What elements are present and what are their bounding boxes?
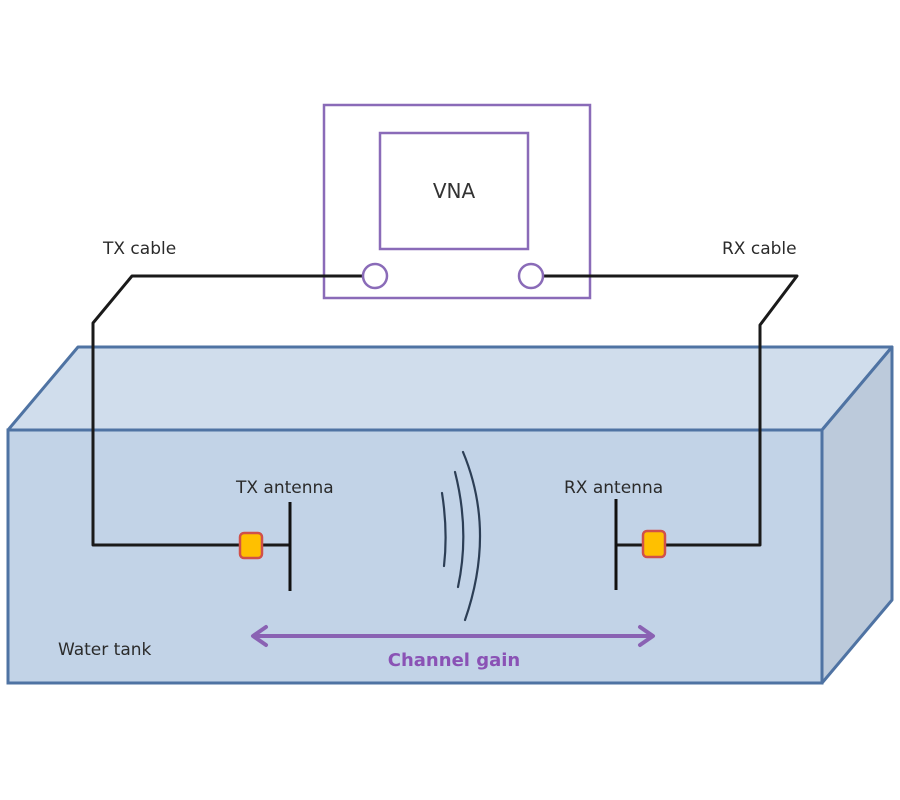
channel-gain-arrow <box>251 625 655 647</box>
wave-arc-outer <box>461 450 482 622</box>
tx-antenna-label: TX antenna <box>235 478 334 498</box>
channel-gain-label: Channel gain <box>388 650 520 671</box>
tx-antenna-assembly: TX antenna <box>235 478 334 591</box>
vna-instrument: VNA <box>322 103 592 300</box>
water-tank <box>6 345 894 685</box>
tx-connector <box>238 531 264 560</box>
vna-screen <box>378 131 530 251</box>
wave-arc-middle <box>453 470 465 589</box>
arrow-head-right <box>638 625 655 647</box>
wave-icon <box>440 450 482 622</box>
rx-cable <box>543 274 799 547</box>
vna-label: VNA <box>433 179 476 203</box>
tx-cable <box>91 274 363 547</box>
arrow-head-left <box>251 625 268 647</box>
rx-antenna-assembly: RX antenna <box>564 478 667 590</box>
vna-tx-port <box>361 262 389 290</box>
rx-cable-label: RX cable <box>722 239 797 259</box>
tank-front-face <box>6 428 824 685</box>
rx-antenna-label: RX antenna <box>564 478 663 498</box>
tx-cable-label: TX cable <box>102 239 176 259</box>
vna-rx-port <box>517 262 545 290</box>
rx-connector <box>641 529 667 559</box>
water-tank-label: Water tank <box>58 640 152 660</box>
wave-arc-inner <box>440 491 447 568</box>
